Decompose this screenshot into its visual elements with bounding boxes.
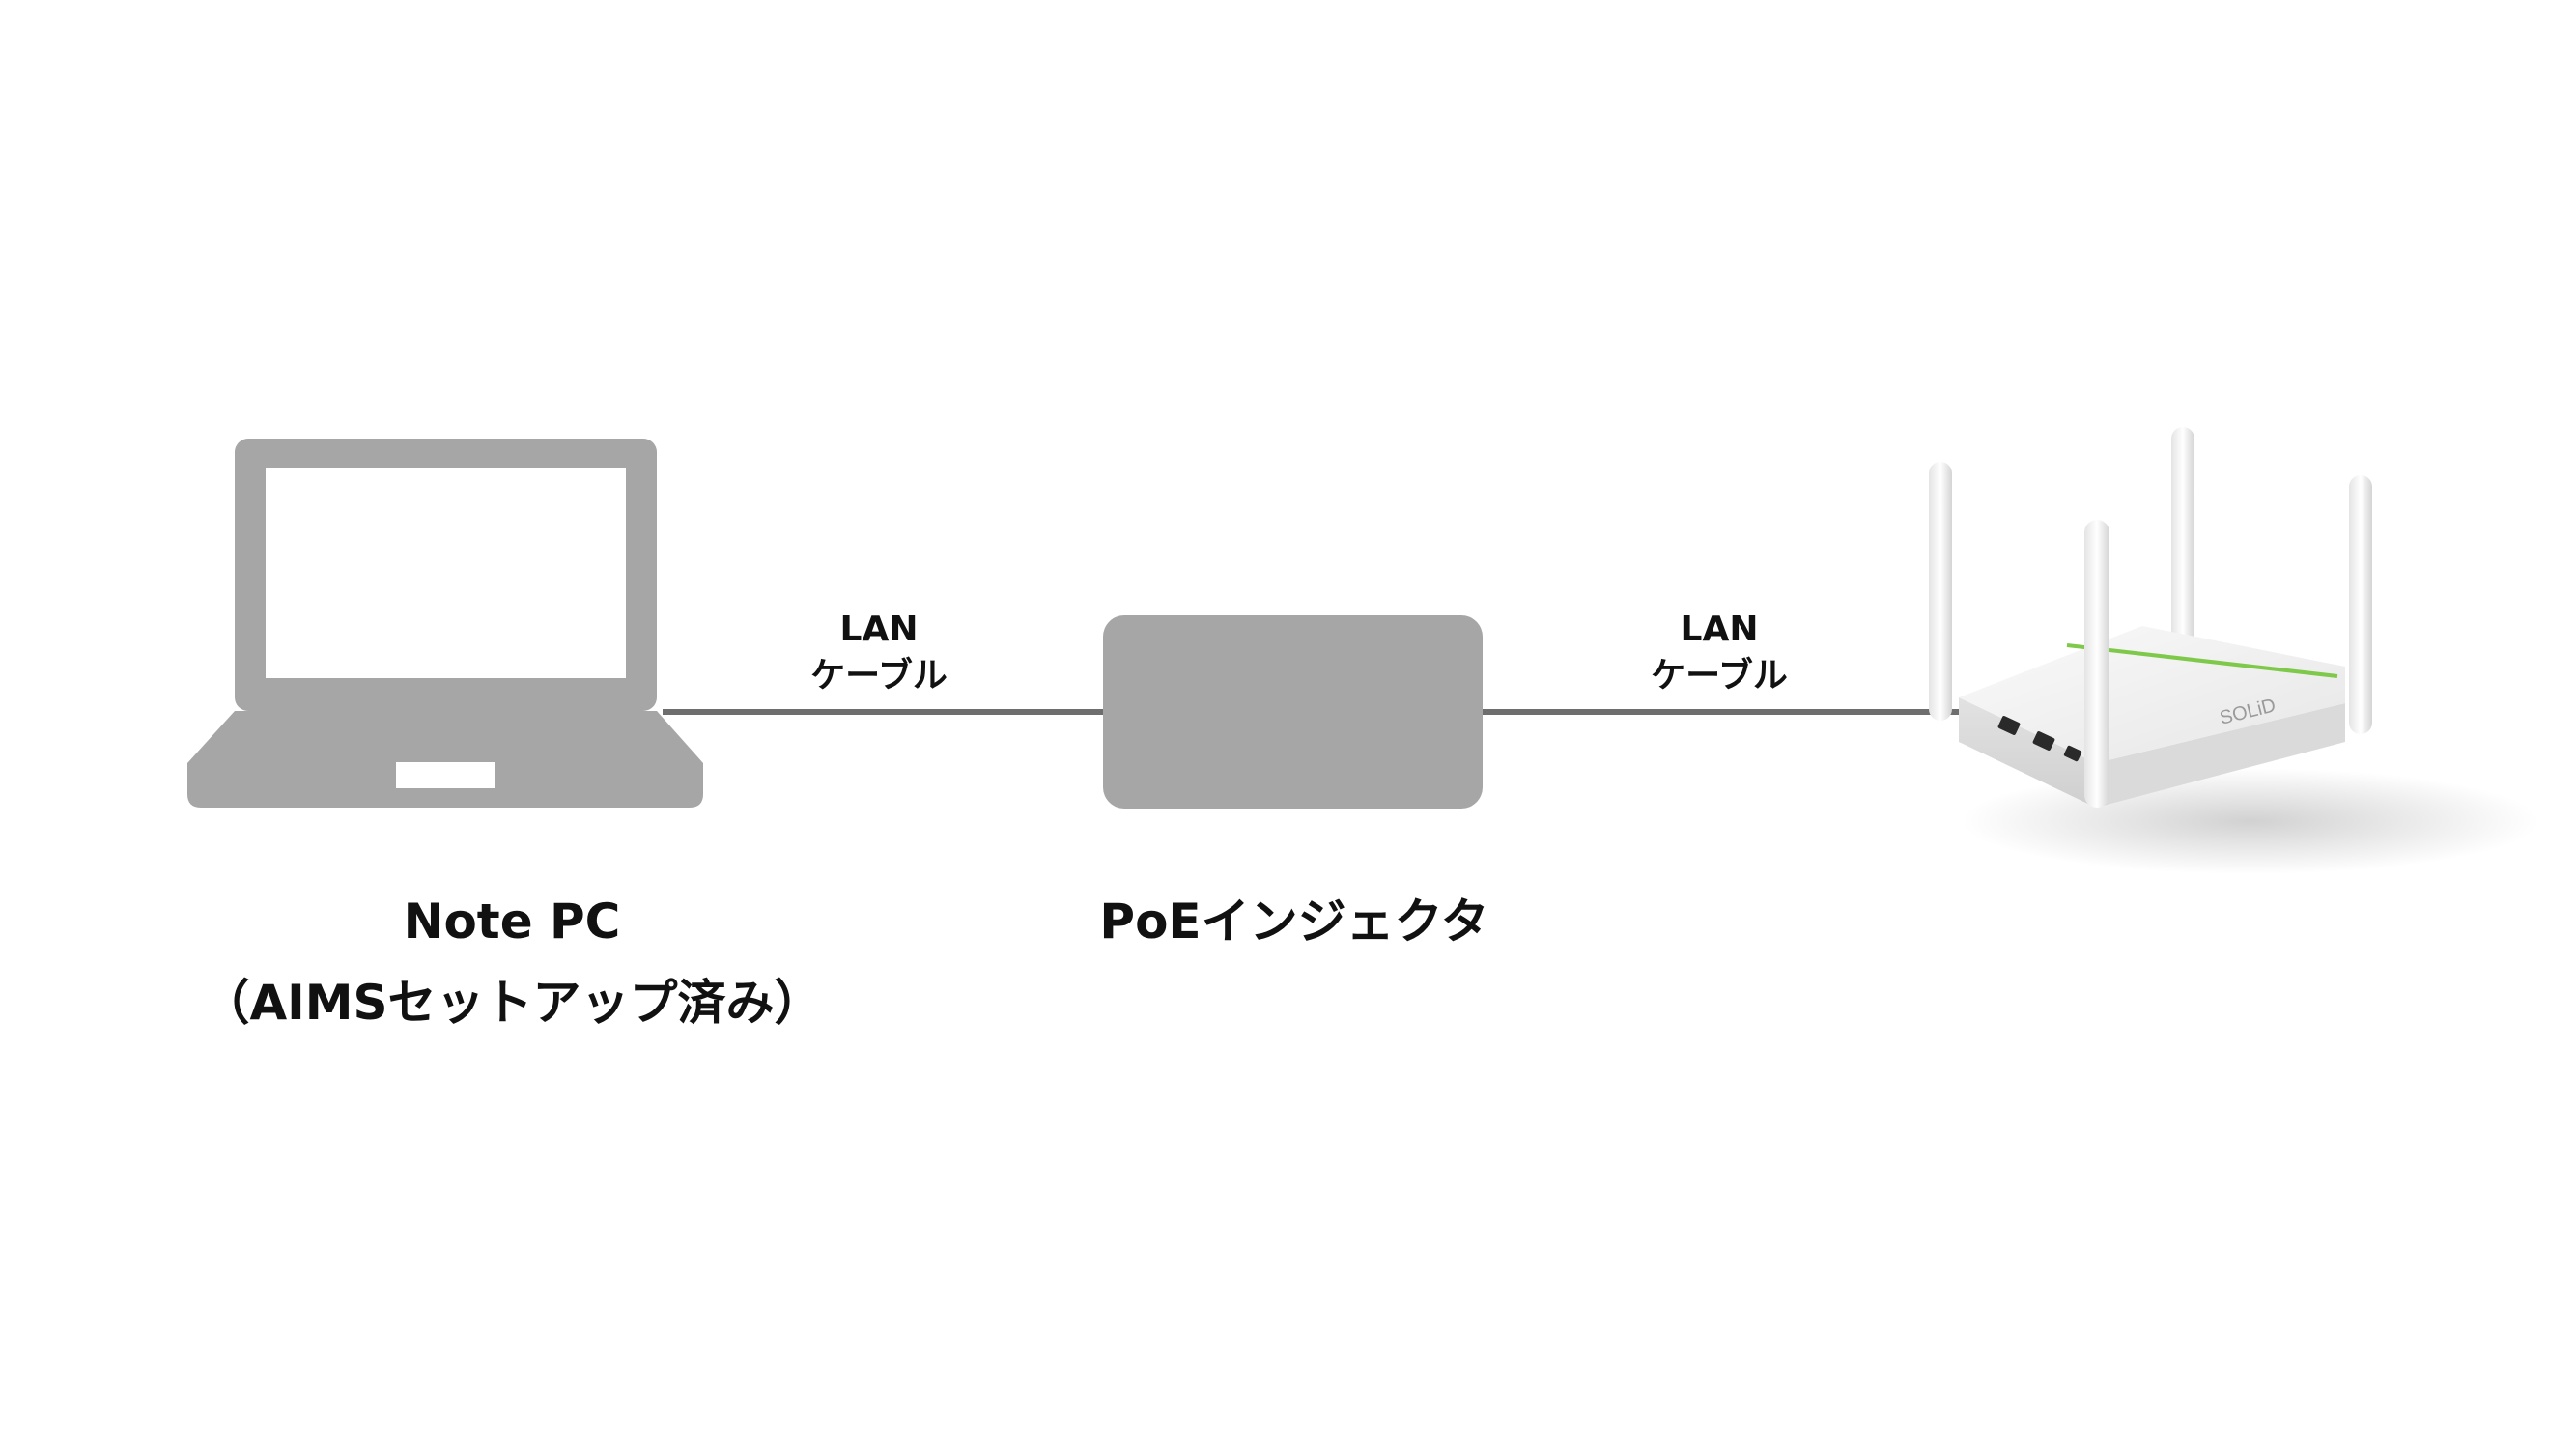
poe-injector-label: PoEインジェクタ [1053,881,1536,962]
cable-label-line2: ケーブル [810,656,948,696]
cable-label-poe-router: LAN ケーブル [1603,607,1835,699]
cable-label-line2: ケーブル [1651,656,1788,696]
poe-injector-label-text: PoEインジェクタ [1099,894,1489,950]
cable-label-line1: LAN [1680,610,1759,649]
laptop-icon [187,439,703,808]
cable-label-line1: LAN [839,610,919,649]
laptop-label-subtitle: （AIMSセットアップ済み） [201,975,823,1031]
laptop-label: Note PC （AIMSセットアップ済み） [193,881,831,1043]
laptop-label-title: Note PC [403,894,621,950]
cable-label-laptop-poe: LAN ケーブル [763,607,995,699]
poe-injector-box [1103,615,1483,809]
wireless-router-icon: SOLiD [1929,427,2540,874]
